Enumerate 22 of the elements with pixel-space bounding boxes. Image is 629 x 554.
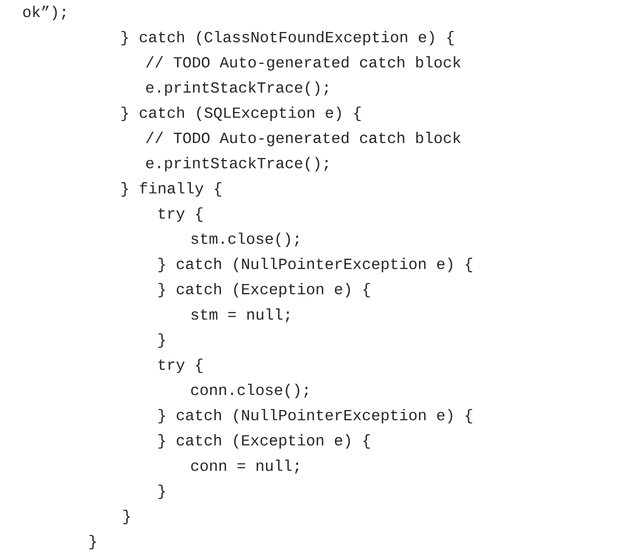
code-line: } <box>123 510 130 524</box>
code-line: // TODO Auto-generated catch block <box>146 132 461 146</box>
code-line: } <box>89 534 96 550</box>
code-line: e.printStackTrace(); <box>146 81 328 96</box>
code-line: stm.close(); <box>191 232 298 248</box>
code-line: } catch (ClassNotFoundException e) { <box>121 30 454 46</box>
code-line: } catch (Exception e) { <box>158 282 370 298</box>
code-line: ok”); <box>23 6 66 20</box>
code-line: } finally { <box>121 182 222 197</box>
code-line: try { <box>158 358 202 374</box>
code-line: } catch (NullPointerException e) { <box>158 408 472 424</box>
code-line: e.printStackTrace(); <box>146 156 328 172</box>
code-line: } <box>158 333 165 348</box>
code-line: } <box>158 484 165 500</box>
code-line: } catch (NullPointerException e) { <box>158 258 472 272</box>
code-line: conn = null; <box>191 460 298 474</box>
code-line: } catch (Exception e) { <box>158 434 370 449</box>
code-line: conn.close(); <box>191 384 308 398</box>
code-line: stm = null; <box>191 308 290 322</box>
code-line: try { <box>158 207 202 222</box>
code-line: } catch (SQLException e) { <box>121 106 361 122</box>
code-line: // TODO Auto-generated catch block <box>146 56 461 71</box>
